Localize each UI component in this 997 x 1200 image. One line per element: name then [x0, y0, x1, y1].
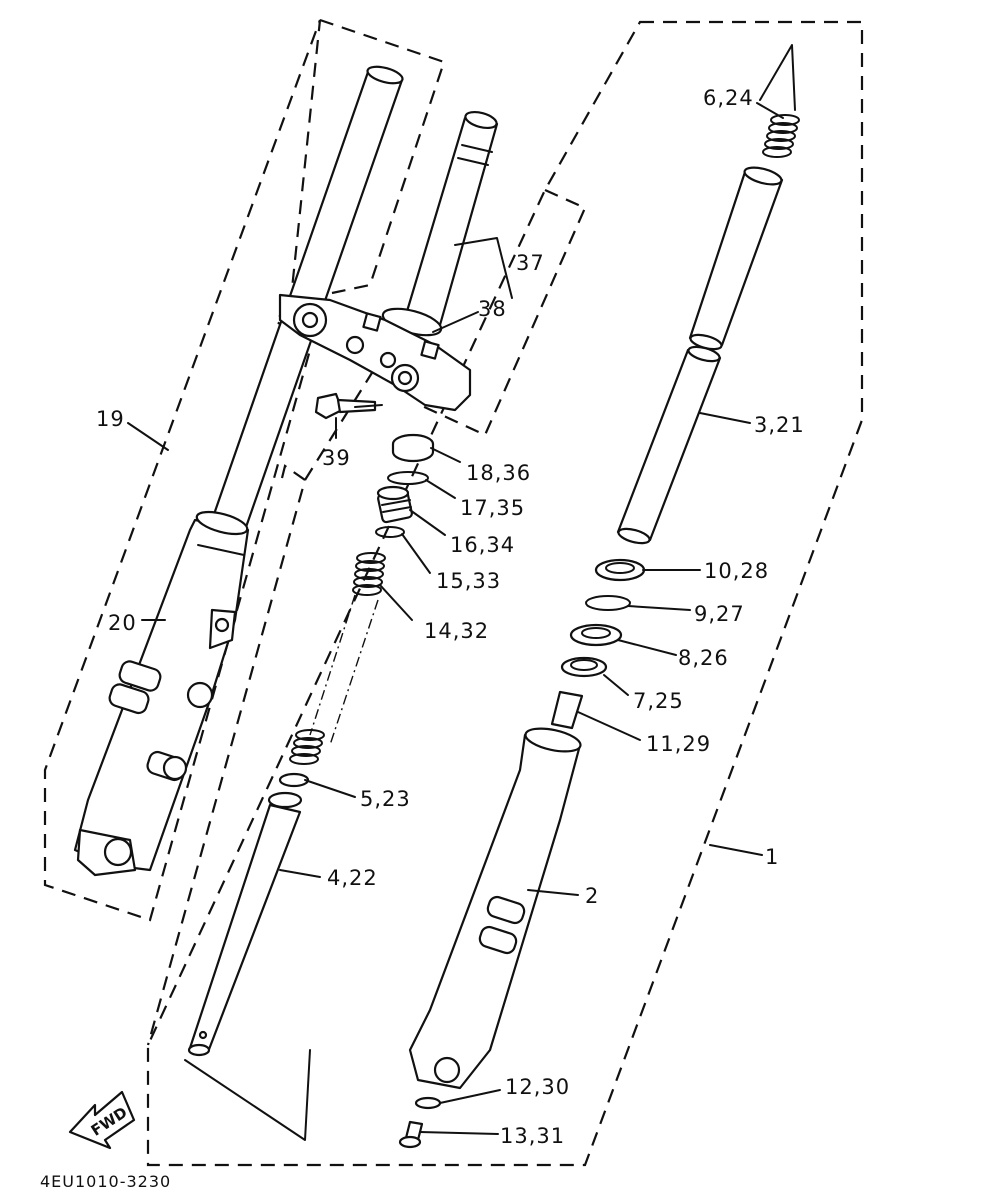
- leader-lines: [127, 44, 796, 1141]
- callout-5-23: 5,23: [360, 787, 411, 811]
- spring-6: [762, 114, 800, 158]
- callout-16-34: 16,34: [450, 533, 515, 557]
- drawing-code: 4EU1010-3230: [40, 1172, 171, 1191]
- group-boundary-steering: [146, 464, 307, 1046]
- group-boundary-center: [304, 188, 587, 481]
- group-boundary-right-fork: [146, 20, 864, 1167]
- callout-17-35: 17,35: [460, 496, 525, 520]
- callout-39: 39: [322, 446, 351, 470]
- steering-stem-assembly: [278, 110, 499, 420]
- callout-labels: 6,24 3,21 10,28 9,27 8,26 7,25 11,29 1 2…: [96, 86, 805, 1148]
- fwd-arrow: FWD: [68, 1090, 136, 1150]
- damper-rod-assembly: [187, 433, 435, 1057]
- callout-2: 2: [585, 884, 599, 908]
- callout-20: 20: [108, 611, 137, 635]
- spring-14: [352, 552, 386, 596]
- callout-38: 38: [478, 297, 507, 321]
- left-outer-tube: [73, 518, 250, 872]
- under-bracket: [278, 293, 472, 412]
- callout-11-29: 11,29: [646, 732, 711, 756]
- callout-18-36: 18,36: [466, 461, 531, 485]
- spring-lower: [289, 729, 325, 765]
- callout-6-24: 6,24: [703, 86, 754, 110]
- callout-9-27: 9,27: [694, 602, 745, 626]
- callout-19: 19: [96, 407, 125, 431]
- callout-15-33: 15,33: [436, 569, 501, 593]
- callout-1: 1: [765, 845, 779, 869]
- callout-4-22: 4,22: [327, 866, 378, 890]
- callout-14-32: 14,32: [424, 619, 489, 643]
- callout-7-25: 7,25: [633, 689, 684, 713]
- right-fork-assembly: [398, 114, 800, 1149]
- left-fork-assembly: [73, 65, 404, 877]
- callout-3-21: 3,21: [754, 413, 805, 437]
- callout-12-30: 12,30: [505, 1075, 570, 1099]
- callout-10-28: 10,28: [704, 559, 769, 583]
- callout-8-26: 8,26: [678, 646, 729, 670]
- callout-13-31: 13,31: [500, 1124, 565, 1148]
- callout-37: 37: [516, 251, 545, 275]
